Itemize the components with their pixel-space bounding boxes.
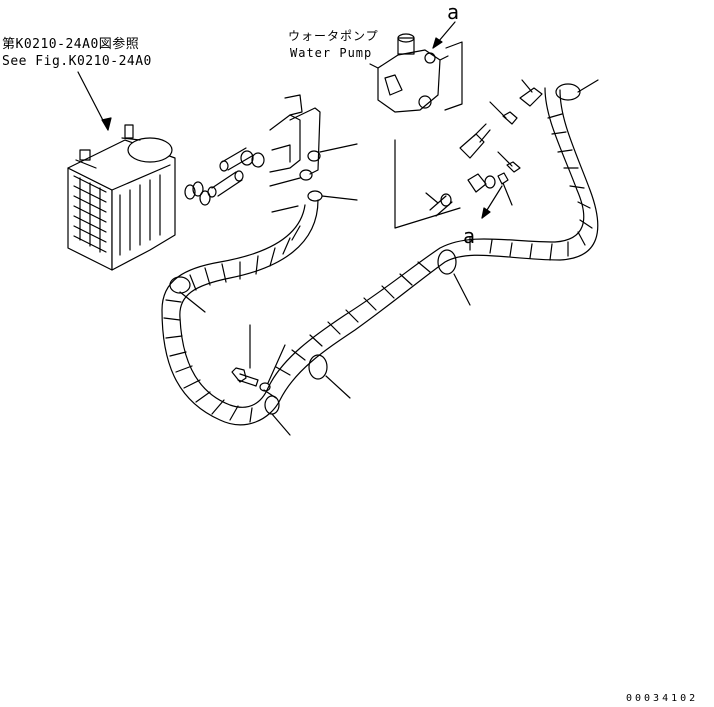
elbow-pipe-icon [520, 80, 542, 106]
hose-clamp-icon [185, 151, 264, 205]
heater-unit-icon [68, 125, 175, 270]
heater-hose [162, 88, 598, 425]
reference-mark-a-top: a [447, 0, 460, 24]
washer-icon [260, 345, 285, 391]
fitting-icon [426, 124, 495, 216]
bolt-icon [232, 325, 258, 386]
valve-icon [490, 102, 520, 205]
reference-figure-label-en: See Fig.K0210-24A0 [2, 54, 152, 69]
callout-leader-ref [482, 186, 502, 218]
hose-clamp-icon [170, 80, 598, 435]
pipe-bracket-icon [270, 95, 357, 212]
document-number: 00034102 [626, 693, 699, 704]
reference-figure-label-jp: 第K0210-24A0図参照 [2, 37, 140, 52]
water-pump-label-en: Water Pump [290, 46, 373, 60]
water-pump-icon [370, 34, 448, 112]
hose-piece-icon [208, 148, 252, 197]
callout-leader-ref [433, 22, 455, 48]
callout-leader-ref [78, 72, 111, 130]
water-pump-label-jp: ウォータポンプ [288, 29, 379, 43]
reference-mark-a-bottom: a [463, 224, 476, 248]
